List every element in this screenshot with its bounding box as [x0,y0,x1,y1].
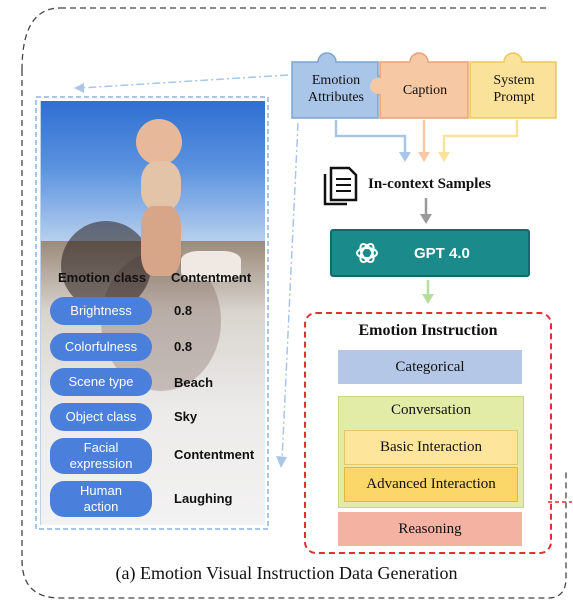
in-context-samples-label: In-context Samples [368,176,491,192]
openai-logo-icon [356,242,378,264]
reasoning-box: Reasoning [338,512,522,546]
gpt-model-box: GPT 4.0 [330,229,530,277]
document-stack-icon [323,166,358,206]
emotion-instruction-frame [304,312,552,554]
attribute-value-human-action: Laughing [174,491,233,506]
gpt-label: GPT 4.0 [414,244,470,262]
figure-caption: (a) Emotion Visual Instruction Data Gene… [115,563,458,583]
categorical-box: Categorical [338,350,522,384]
attribute-pill-colorfulness: Colorfulness [50,333,152,361]
advanced-interaction-box: Advanced Interaction [344,467,518,502]
puzzle-piece-system-prompt [469,52,557,119]
puzzle-piece-caption [379,52,469,119]
attribute-pill-brightness: Brightness [50,297,152,325]
attribute-value-colorfulness: 0.8 [174,339,193,354]
caption-label: Caption [402,83,448,98]
attribute-value-brightness: 0.8 [174,303,193,318]
attribute-pill-scene-type: Scene type [50,368,152,396]
attribute-value-scene-type: Beach [174,375,214,390]
attribute-value-facial-expression: Contentment [174,447,255,462]
attribute-value-object-class: Sky [174,409,198,424]
conversation-label: Conversation [391,402,471,418]
attribute-pill-object-class: Object class [50,403,152,431]
emotion-class-value: Contentment [171,270,252,285]
emotion-instruction-title: Emotion Instruction [358,322,498,339]
emotion-class-label: Emotion class [58,270,147,285]
basic-interaction-box: Basic Interaction [344,430,518,465]
baby-photo [40,101,265,525]
